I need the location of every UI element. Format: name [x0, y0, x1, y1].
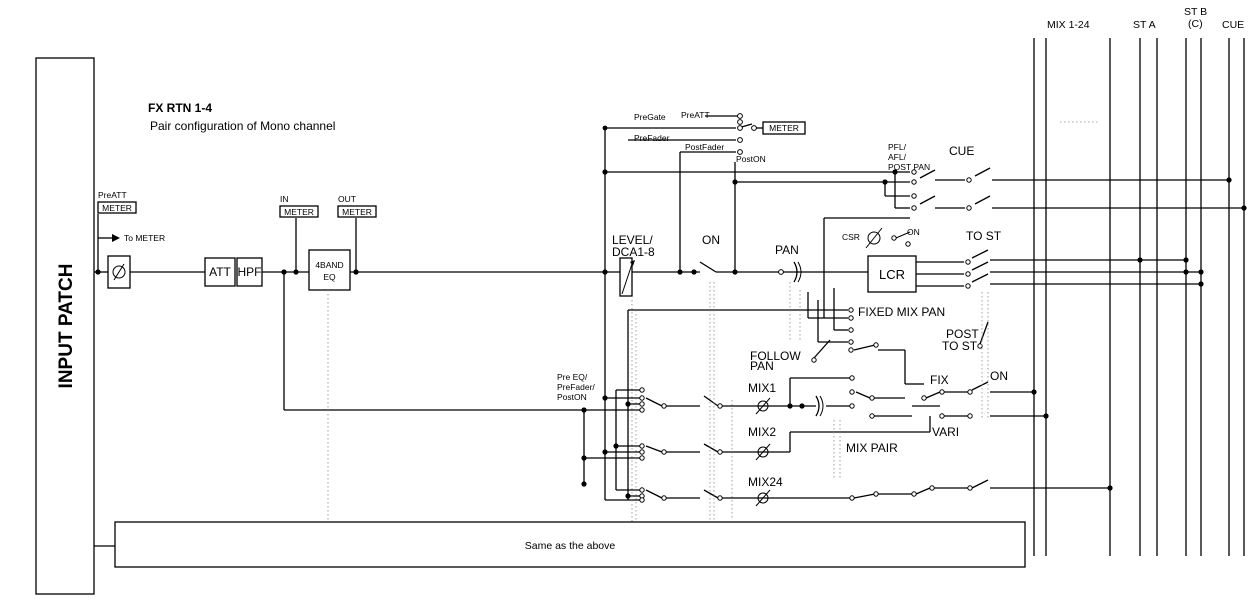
input-patch-block — [35, 57, 95, 595]
post-on2-label: PostON — [557, 392, 587, 402]
pre-eq-label: Pre EQ/ — [557, 372, 588, 382]
fixed-mix-pan-label: FIXED MIX PAN — [858, 305, 945, 319]
pre-att-meter-text: METER — [102, 203, 132, 213]
on2-label: ON — [990, 369, 1008, 383]
post-on-label: PostON — [736, 154, 766, 164]
hpf-block — [236, 257, 263, 287]
pre-fader-label: PreFader — [634, 133, 670, 143]
bus-label-cue: CUE — [1222, 19, 1244, 31]
post-fader-label: PostFader — [685, 142, 724, 152]
mix2-level-icon — [757, 446, 769, 458]
out-meter-box — [337, 205, 377, 218]
post-pan-label: POST PAN — [888, 162, 930, 172]
eq-label-line2: EQ — [323, 272, 336, 282]
csr-label: CSR — [842, 232, 860, 242]
att-label: ATT — [209, 265, 231, 279]
bus-label-st-b-sub: (C) — [1188, 18, 1203, 30]
mix24-level-icon — [757, 492, 769, 504]
main-signal-path — [94, 214, 868, 484]
mix1-level-icon — [757, 400, 769, 412]
to-meter-label: To METER — [124, 233, 165, 243]
pfl-label: PFL/ — [888, 142, 907, 152]
mix-pair-label: MIX PAIR — [846, 441, 898, 455]
pan-icon — [793, 261, 798, 283]
cue-wiring — [605, 167, 1244, 318]
in-meter-label: IN — [280, 194, 289, 204]
post-label: POST — [946, 327, 979, 341]
level-fader — [619, 257, 633, 297]
pre-att-label: PreATT — [681, 110, 710, 120]
diagram-subtitle: Pair configuration of Mono channel — [150, 119, 335, 133]
phase-icon — [112, 265, 126, 279]
lcr-label: LCR — [879, 267, 905, 282]
follow-label: FOLLOW — [750, 349, 801, 363]
mix1-label: MIX1 — [748, 381, 776, 395]
same-as-above-label: Same as the above — [525, 540, 616, 552]
bus-label-st-b: ST B — [1184, 6, 1207, 18]
bus-label-st-a: ST A — [1133, 19, 1156, 31]
pre-att-meter-label: PreATT — [98, 190, 127, 200]
fix-label: FIX — [930, 373, 949, 387]
csr-knob-icon — [867, 231, 881, 245]
same-as-above-block — [114, 521, 1026, 568]
bus-lines — [1033, 38, 1245, 556]
csr-on-label: ON — [907, 227, 920, 237]
level-label: LEVEL/ — [612, 233, 653, 247]
hpf-label: HPF — [238, 265, 262, 279]
lcr-block — [867, 255, 917, 293]
to-st-label: TO ST — [966, 229, 1002, 243]
dotted-guides — [327, 282, 989, 522]
mix24-label: MIX24 — [748, 475, 783, 489]
afl-label: AFL/ — [888, 152, 907, 162]
eq-block — [308, 249, 351, 291]
mix2-label: MIX2 — [748, 425, 776, 439]
pre-gate-label: PreGate — [634, 112, 666, 122]
meter-box — [762, 121, 806, 135]
on-label: ON — [702, 233, 720, 247]
on-switch — [699, 261, 717, 273]
cue-label: CUE — [949, 144, 974, 158]
out-meter-label: OUT — [338, 194, 356, 204]
att-block — [204, 257, 236, 287]
vari-label: VARI — [932, 425, 959, 439]
pan-label: PAN — [775, 243, 799, 257]
in-meter-box — [279, 205, 319, 218]
mix-sends — [584, 272, 1110, 501]
in-meter-text: METER — [284, 207, 314, 217]
bus-label-mix: MIX 1-24 — [1047, 19, 1090, 31]
to-st-switches — [971, 249, 1201, 285]
diagram-title: FX RTN 1-4 — [148, 101, 212, 115]
pre-att-meter-box — [97, 201, 137, 214]
mix-pan-icon — [815, 395, 820, 417]
meter-box-text: METER — [769, 123, 799, 133]
eq-label-line1: 4BAND — [315, 260, 343, 270]
out-meter-text: METER — [342, 207, 372, 217]
post-to-st-label: TO ST — [942, 339, 978, 353]
dca-label: DCA1-8 — [612, 245, 655, 259]
input-patch-label: INPUT PATCH — [56, 264, 77, 389]
pre-fader2-label: PreFader/ — [557, 382, 595, 392]
follow-pan-label: PAN — [750, 359, 774, 373]
